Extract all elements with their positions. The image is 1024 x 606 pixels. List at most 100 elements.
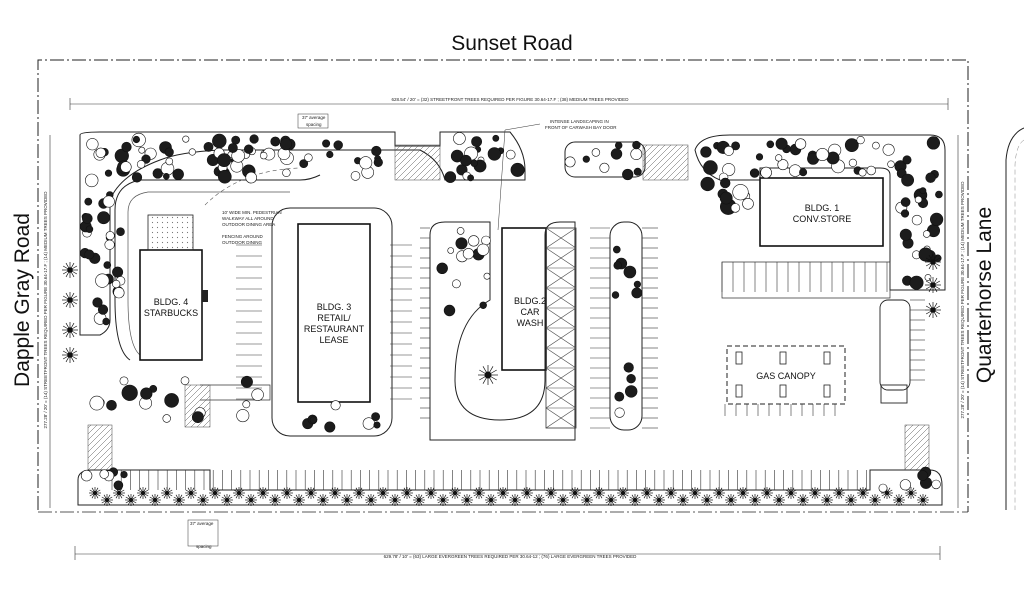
evergreen-tree-symbol (629, 494, 641, 506)
vacuum-stall-cross (545, 247, 577, 269)
right-top-landscape (694, 134, 946, 291)
tree-symbol (633, 167, 642, 176)
tree-symbol (104, 239, 115, 250)
tree-symbol (703, 160, 718, 175)
tree-symbol (914, 195, 923, 204)
evergreen-core (788, 490, 794, 496)
tree-symbol (631, 287, 643, 299)
evergreen-tree-symbol (449, 487, 461, 499)
evergreen-core (512, 497, 518, 503)
evergreen-core (524, 490, 530, 496)
evergreen-core (67, 352, 73, 358)
evergreen-core (536, 497, 542, 503)
tree-symbol (231, 135, 241, 145)
evergreen-tree-symbol (581, 494, 593, 506)
tree-symbol (623, 265, 637, 279)
tree-symbol (582, 155, 590, 163)
tree-symbol (613, 261, 622, 270)
evergreen-core (836, 490, 842, 496)
tree-symbol (453, 132, 466, 145)
evergreen-core (812, 490, 818, 496)
tree-symbol (191, 411, 204, 423)
left-dimension-note: 277.28' / 20' = (14) STREETFRONT TREES R… (43, 191, 48, 429)
tree-symbol (477, 243, 490, 256)
tree-symbol (624, 385, 638, 398)
evergreen-core (548, 490, 554, 496)
evergreen-core (356, 490, 362, 496)
tree-symbol (732, 184, 749, 201)
tree-symbol (245, 171, 257, 184)
tree-symbol (882, 143, 895, 156)
tree-symbol (242, 400, 251, 409)
tree-symbol (730, 203, 741, 213)
tree-symbol (172, 168, 184, 181)
evergreen-tree-symbol (545, 487, 557, 499)
tree-symbol (700, 176, 715, 192)
tree-symbol (436, 262, 448, 274)
gas-canopy-label: GAS CANOPY (756, 371, 816, 381)
evergreen-tree-symbol (305, 487, 317, 499)
tree-symbol (270, 136, 281, 147)
evergreen-tree-symbol (569, 487, 581, 499)
tree-symbol (112, 266, 124, 278)
evergreen-tree-symbol (425, 487, 437, 499)
tree-symbol (901, 173, 914, 187)
evergreen-core (488, 497, 494, 503)
bldg3-label-line2: RETAIL/ (317, 313, 351, 323)
note-fencing-line1: FENCING AROUND (222, 234, 264, 239)
tree-symbol (99, 469, 109, 479)
evergreen-core (428, 490, 434, 496)
evergreen-tree-symbol (62, 347, 78, 363)
tree-symbol (887, 160, 895, 168)
tree-symbol (84, 173, 99, 188)
tree-symbol (102, 317, 110, 326)
tree-symbol (322, 139, 331, 148)
carwash-loop (429, 221, 576, 441)
tree-symbol (451, 279, 461, 289)
tree-symbol (909, 275, 924, 290)
tree-symbol (113, 480, 124, 491)
tree-symbol (104, 169, 113, 177)
evergreen-core (620, 490, 626, 496)
tree-symbol (218, 169, 232, 184)
tree-symbol (120, 161, 132, 173)
tree-symbol (279, 138, 292, 151)
evergreen-core (116, 490, 122, 496)
evergreen-core (67, 267, 73, 273)
evergreen-tree-symbol (389, 494, 401, 506)
tree-symbol (116, 227, 125, 236)
evergreen-core (848, 497, 854, 503)
evergreen-core (368, 497, 374, 503)
tree-symbol (188, 148, 196, 156)
tree-symbol (121, 384, 138, 401)
evergreen-tree-symbol (893, 494, 905, 506)
evergreen-core (308, 490, 314, 496)
vacuum-stall-cross (545, 407, 577, 429)
tree-symbol (249, 134, 259, 144)
tree-symbol (140, 387, 153, 400)
evergreen-core (800, 497, 806, 503)
evergreen-tree-symbol (161, 487, 173, 499)
vacuum-stall-crossings (545, 227, 577, 429)
tree-symbol (614, 407, 625, 418)
evergreen-core (908, 490, 914, 496)
tree-symbol (80, 469, 93, 482)
note-walkway-line1: 10' WIDE MIN. PEDESTRIAN (222, 210, 282, 215)
evergreen-tree-symbol (521, 487, 533, 499)
tree-symbol (599, 162, 610, 173)
evergreen-tree-symbol (62, 262, 78, 278)
tree-symbol (926, 136, 941, 150)
tree-symbol (799, 168, 808, 177)
tree-symbol (760, 166, 772, 179)
evergreen-core (692, 490, 698, 496)
evergreen-core (236, 490, 242, 496)
tree-symbol (612, 245, 621, 254)
vacuum-stall-cross (545, 227, 577, 249)
tree-symbol (470, 159, 478, 167)
evergreen-tree-symbol (665, 487, 677, 499)
tree-symbol (630, 148, 643, 160)
bldg2-label-line2: CAR (520, 307, 540, 317)
quarterhorse-road-edge (1005, 127, 1024, 510)
tree-symbol (244, 144, 254, 154)
